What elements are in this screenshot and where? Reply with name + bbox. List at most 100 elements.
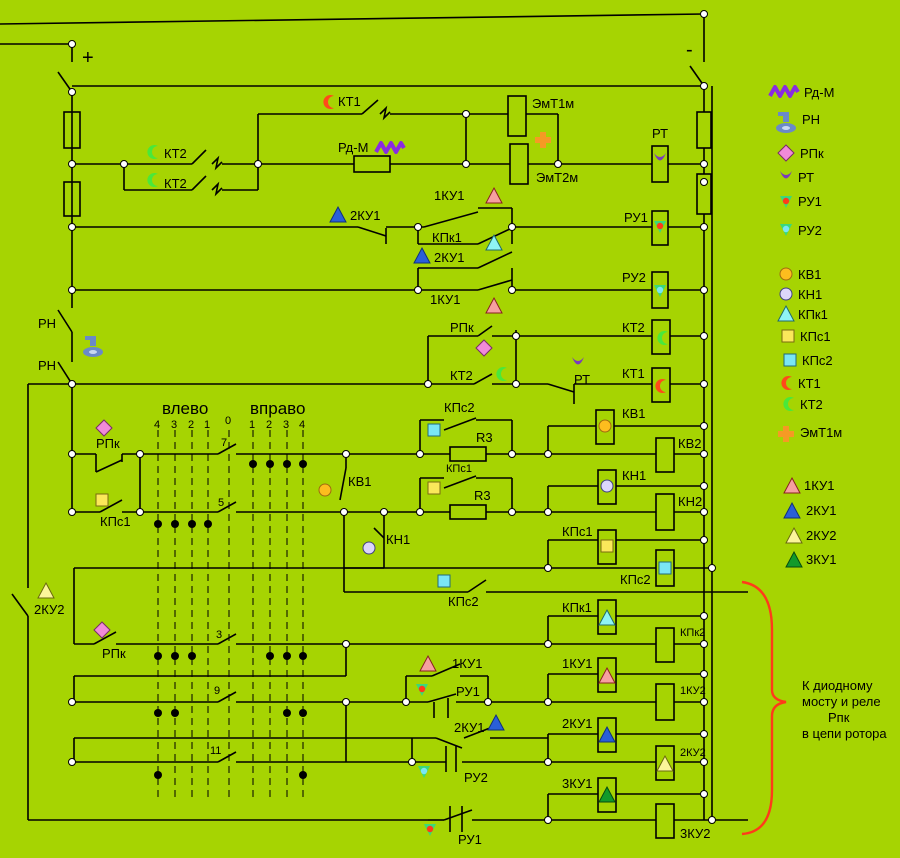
- rt-icon: [780, 171, 792, 179]
- kps1-coil-label: КПс1: [562, 524, 593, 539]
- orange-circle-icon: [598, 419, 612, 433]
- yellow-triangle-icon: [656, 755, 674, 772]
- selector-dots: [154, 460, 307, 779]
- blue-triangle-icon: [783, 502, 801, 519]
- green-crescent-icon: [496, 367, 507, 381]
- switch-row: 5: [218, 497, 224, 509]
- kn1-coil-label: КН1: [622, 468, 646, 483]
- kn1-contact-label: КН1: [386, 532, 410, 547]
- kv1-coil-label: КВ1: [622, 406, 645, 421]
- switch-row: 11: [210, 745, 221, 757]
- kpk1-label: КПк1: [432, 230, 462, 245]
- 1ku1-label: 1КУ1: [434, 188, 464, 203]
- legend-label: РУ1: [798, 194, 822, 209]
- switch-pos: 4: [154, 419, 160, 431]
- branch-kt1: [257, 95, 559, 164]
- minus-label: -: [686, 39, 693, 61]
- switch-pos: 2: [266, 419, 272, 431]
- switch-pos: 4: [299, 419, 305, 431]
- switch-zero: 0: [225, 415, 231, 427]
- legend-label: РТ: [798, 170, 814, 185]
- cyan-triangle-icon: [598, 609, 616, 626]
- green-crescent-icon: [147, 173, 158, 187]
- blue-triangle-icon: [487, 714, 505, 731]
- kt2-label: КТ2: [450, 368, 473, 383]
- green-triangle-icon: [598, 786, 616, 803]
- cyan-square-icon: [658, 561, 672, 575]
- yellow-triangle-icon: [37, 582, 55, 599]
- rn-label: РН: [38, 358, 56, 373]
- ru1-icon: [416, 684, 428, 696]
- blue-triangle-icon: [413, 247, 431, 264]
- nodes: [68, 10, 716, 824]
- green-triangle-icon: [785, 551, 803, 568]
- red-crescent-icon: [323, 95, 334, 109]
- blue-triangle-icon: [329, 206, 347, 223]
- legend-label: КПк1: [798, 307, 828, 322]
- cyan-square-icon: [437, 574, 451, 588]
- ru2-label: РУ2: [464, 770, 488, 785]
- switch-row: 3: [216, 629, 222, 641]
- kt2-label: КТ2: [164, 146, 187, 161]
- 1ku1-label: 1КУ1: [430, 292, 460, 307]
- ru2-coil-label: РУ2: [622, 270, 646, 285]
- legend-label: КПс2: [802, 353, 833, 368]
- switch-left-label: влево: [162, 399, 208, 418]
- switch-row: 7: [221, 437, 227, 449]
- kps2-label: КПс2: [448, 594, 479, 609]
- ru1-label: РУ1: [456, 684, 480, 699]
- legend-label: КН1: [798, 287, 822, 302]
- legend-label: 1КУ1: [804, 478, 834, 493]
- switch-pos: 3: [283, 419, 289, 431]
- kt2-label: КТ2: [164, 176, 187, 191]
- rn-label: РН: [38, 316, 56, 331]
- cyan-triangle-icon: [777, 305, 795, 322]
- rn-key-icon: [83, 336, 103, 357]
- kt1-coil-label: КТ1: [622, 366, 645, 381]
- legend-label: КТ2: [800, 397, 823, 412]
- lilac-circle-icon: [362, 541, 376, 555]
- orange-circle-icon: [779, 267, 793, 281]
- rd-m-icon: [768, 85, 800, 98]
- pink-triangle-icon: [485, 187, 503, 204]
- kps1-label: КПс1: [446, 463, 472, 475]
- rpk-label: РПк: [96, 436, 120, 451]
- pink-diamond-icon: [95, 419, 113, 437]
- ru1-label: РУ1: [458, 832, 482, 847]
- 2ku1-coil-label: 2КУ1: [562, 716, 592, 731]
- note-line: К диодному: [802, 678, 873, 693]
- yellow-square-icon: [781, 329, 795, 343]
- power-rails: [0, 13, 713, 820]
- legend-label: 2КУ2: [806, 528, 836, 543]
- green-crescent-icon: [783, 397, 794, 411]
- orange-cross-icon: [535, 132, 551, 148]
- kps2-label: КПс2: [444, 400, 475, 415]
- 1ku1-label: 1КУ1: [452, 656, 482, 671]
- emt1m-label: ЭмТ1м: [532, 96, 574, 111]
- pink-diamond-icon: [93, 621, 111, 639]
- branch-ru1: [72, 207, 704, 246]
- legend-label: РН: [802, 112, 820, 127]
- rn-key-icon: [776, 112, 796, 133]
- switch-pos: 2: [188, 419, 194, 431]
- legend-label: ЭмТ1м: [800, 425, 842, 440]
- selector-dashes: [157, 430, 304, 802]
- note-line: Рпк: [828, 710, 850, 725]
- 1ku2-coil-label: 1КУ2: [680, 685, 706, 697]
- pink-triangle-icon: [485, 297, 503, 314]
- pink-triangle-icon: [419, 655, 437, 672]
- kpk2-coil-label: КПк2: [680, 627, 705, 639]
- rpk-label: РПк: [450, 320, 474, 335]
- yellow-square-icon: [600, 539, 614, 553]
- legend-label: 2КУ1: [806, 503, 836, 518]
- lower-section: [11, 384, 748, 839]
- ru1-coil-label: РУ1: [624, 210, 648, 225]
- kps1-label: КПс1: [100, 514, 131, 529]
- rt-coil-label: РТ: [652, 126, 668, 141]
- pink-triangle-icon: [598, 667, 616, 684]
- ru1-icon: [654, 221, 666, 233]
- kpk1-coil-label: КПк1: [562, 600, 592, 615]
- branch-kv-kn: [339, 409, 704, 568]
- cyan-triangle-icon: [485, 234, 503, 251]
